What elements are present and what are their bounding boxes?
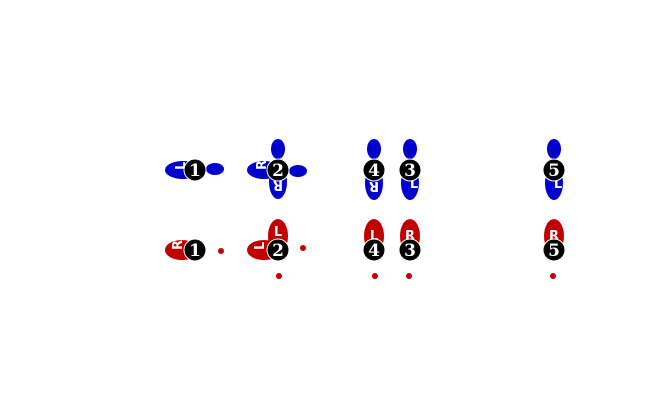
step-badge <box>398 158 422 182</box>
foot-letter: R <box>405 229 415 244</box>
foot-vertical-toe <box>271 139 285 159</box>
foot-letter: L <box>410 177 418 192</box>
foot-letter: R <box>549 229 559 244</box>
foot-letter: R <box>273 177 283 192</box>
bottom-step-4: L 4 <box>362 219 386 279</box>
step-number: 3 <box>404 161 416 181</box>
heel-dot <box>300 245 306 251</box>
heel-dot <box>276 273 282 279</box>
top-step-1: L 1 <box>165 158 224 182</box>
step-number: 1 <box>189 161 201 181</box>
foot-letter: R <box>369 178 379 193</box>
step-badge <box>183 158 207 182</box>
top-step-5: L 5 <box>542 139 566 200</box>
step-badge <box>362 158 386 182</box>
foot-toe <box>547 139 561 159</box>
step-number: 5 <box>548 161 560 181</box>
foot-letter: R <box>171 240 186 250</box>
heel-dot <box>372 273 378 279</box>
step-number: 4 <box>368 161 380 181</box>
top-step-3: L 3 <box>398 139 422 200</box>
step-number: 2 <box>272 161 284 181</box>
step-badge <box>266 238 290 262</box>
foot-letter: L <box>253 242 268 250</box>
foot-toe <box>367 139 381 159</box>
step-number: 3 <box>404 241 416 261</box>
step-number: 1 <box>189 241 201 261</box>
step-number: 4 <box>368 241 380 261</box>
step-number: 5 <box>548 241 560 261</box>
step-badge <box>542 238 566 262</box>
step-badge <box>183 238 207 262</box>
step-number: 2 <box>272 241 284 261</box>
step-badge <box>542 158 566 182</box>
heel-dot <box>218 248 224 254</box>
foot-letter: L <box>554 177 562 192</box>
top-step-2: R R 2 <box>247 139 307 199</box>
foot-letter: L <box>174 162 189 170</box>
foot-toe <box>403 139 417 159</box>
bottom-step-2: L L 2 <box>247 219 306 279</box>
step-badge <box>266 158 290 182</box>
foot-letter: L <box>370 229 378 244</box>
step-badge <box>362 238 386 262</box>
heel-dot <box>550 273 556 279</box>
foot-letter: L <box>274 225 282 240</box>
bottom-step-3: R 3 <box>398 219 422 279</box>
foot-letter: R <box>255 160 270 170</box>
foot-horizontal-toe <box>289 165 307 177</box>
bottom-step-1: R 1 <box>165 238 224 262</box>
step-badge <box>398 238 422 262</box>
heel-dot <box>406 273 412 279</box>
foot-toe <box>206 163 224 175</box>
top-step-4: R 4 <box>362 139 386 200</box>
bottom-step-5: R 5 <box>542 219 566 279</box>
